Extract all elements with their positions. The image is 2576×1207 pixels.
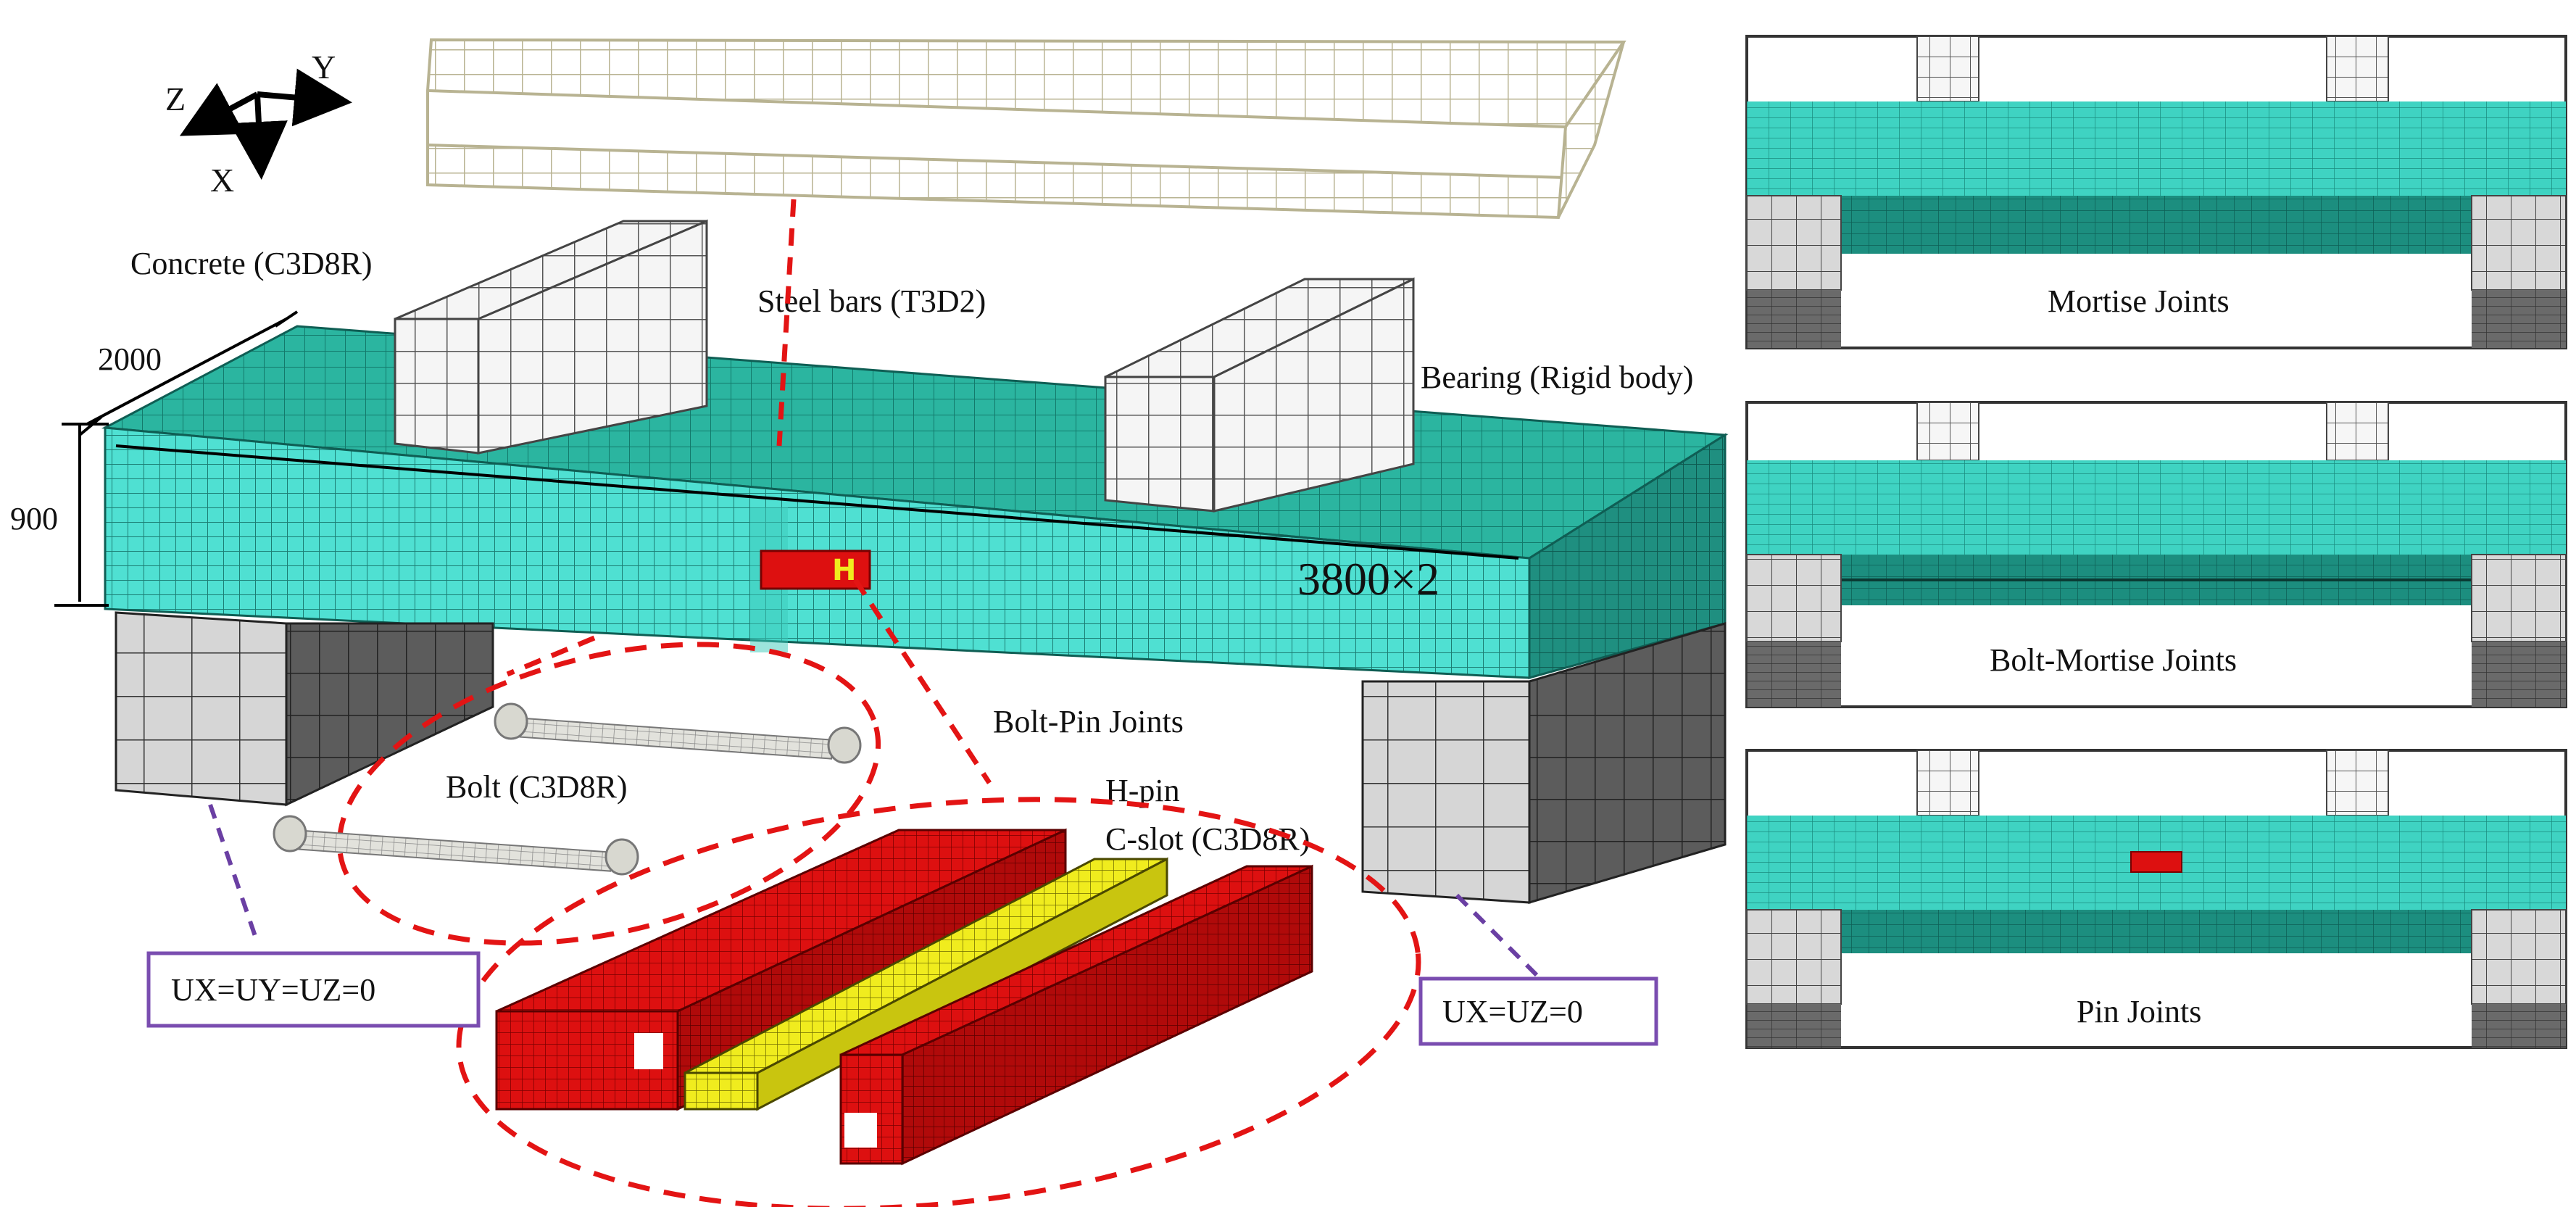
support-left <box>115 611 494 807</box>
bearing-label: Bearing (Rigid body) <box>1421 360 1693 395</box>
concrete-label: Concrete (C3D8R) <box>130 246 373 281</box>
panel-mortise: Mortise Joints <box>1745 35 2567 349</box>
dimension-height: 900 <box>10 423 109 607</box>
axis-z-label: Z <box>165 80 186 117</box>
panel-bolt-mortise: Bolt-Mortise Joints <box>1745 401 2567 708</box>
steel-bars-label: Steel bars (T3D2) <box>757 283 986 319</box>
pin-slot-detail <box>456 578 1421 1207</box>
cslot-label: C-slot (C3D8R) <box>1105 821 1310 857</box>
panel-pin-title: Pin Joints <box>2077 994 2201 1029</box>
panel-mortise-title: Mortise Joints <box>2048 283 2230 319</box>
dim-length-label: 3800×2 <box>1297 553 1439 605</box>
bc-left-label: UX=UY=UZ=0 <box>171 972 375 1008</box>
panel-bolt-mortise-title: Bolt-Mortise Joints <box>1990 642 2237 678</box>
panel-pin: Pin Joints <box>1745 749 2567 1049</box>
dimension-width: 2000 <box>78 310 299 436</box>
dim-width-label: 2000 <box>98 341 162 377</box>
dimension-length: 3800×2 <box>115 444 1519 605</box>
joint-marker: H <box>760 549 871 590</box>
hpin-label: H-pin <box>1105 773 1180 808</box>
axis-triad: Y Z X <box>165 49 352 199</box>
bc-right: UX=UZ=0 <box>1418 893 1658 1046</box>
bolt-detail <box>273 635 881 946</box>
bc-left: UX=UY=UZ=0 <box>146 804 481 1028</box>
axis-y-label: Y <box>312 49 336 86</box>
dim-height-label: 900 <box>10 501 58 536</box>
axis-x-label: X <box>210 162 234 199</box>
svg-text:H: H <box>832 554 856 587</box>
support-right <box>1361 621 1727 905</box>
bolt-pin-label: Bolt-Pin Joints <box>993 704 1184 739</box>
steel-bar-cage <box>425 38 1626 220</box>
steel-bar-leader <box>776 199 797 447</box>
bc-right-label: UX=UZ=0 <box>1442 994 1583 1029</box>
bolt-label: Bolt (C3D8R) <box>446 769 628 805</box>
bearing-left-front <box>394 219 708 455</box>
bearing-right-front <box>1104 277 1415 513</box>
